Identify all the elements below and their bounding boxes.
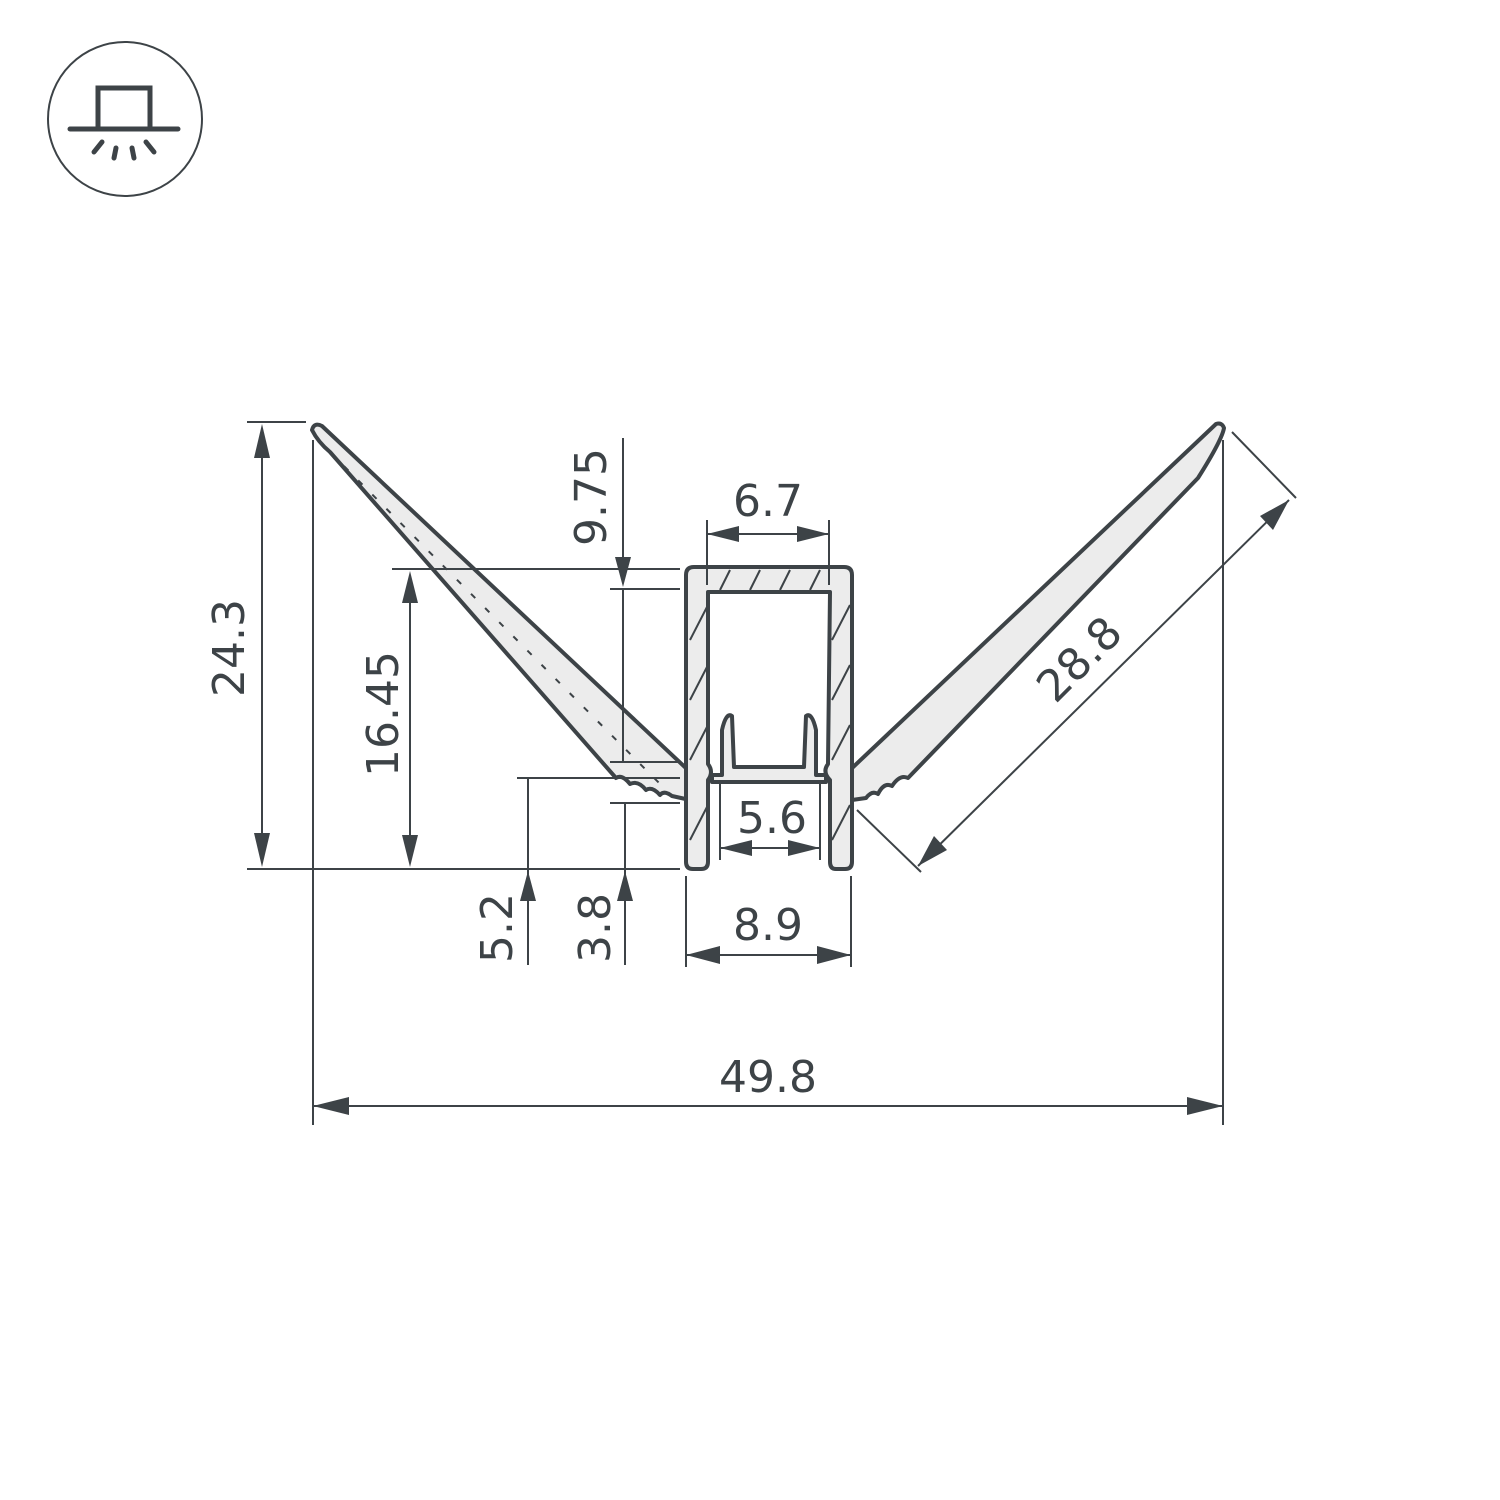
recessed-ceiling-light-icon	[47, 41, 203, 197]
channel-body	[684, 565, 854, 871]
dim-slot-height: 3.8	[570, 893, 621, 963]
left-wing	[310, 422, 692, 802]
dim-channel-top-offset: 9.75	[566, 448, 617, 546]
right-wing	[848, 421, 1226, 802]
dimension-lines	[247, 421, 1297, 1125]
dim-wing-join-height: 5.2	[472, 893, 523, 963]
dim-overall-height: 24.3	[204, 599, 255, 697]
dim-channel-base-width: 8.9	[733, 900, 803, 951]
dim-overall-width: 49.8	[719, 1052, 817, 1103]
dim-channel-top-width: 6.7	[733, 476, 803, 527]
channel-insert	[710, 713, 828, 784]
dim-wing-root-height: 16.45	[358, 651, 409, 777]
dim-channel-inner-opening: 5.6	[737, 793, 807, 844]
aluminium-profile	[310, 421, 1226, 871]
dimension-labels: 24.3 16.45 9.75 5.2 3.8 6.7 5.6 8.9 49.8…	[204, 448, 1132, 1103]
